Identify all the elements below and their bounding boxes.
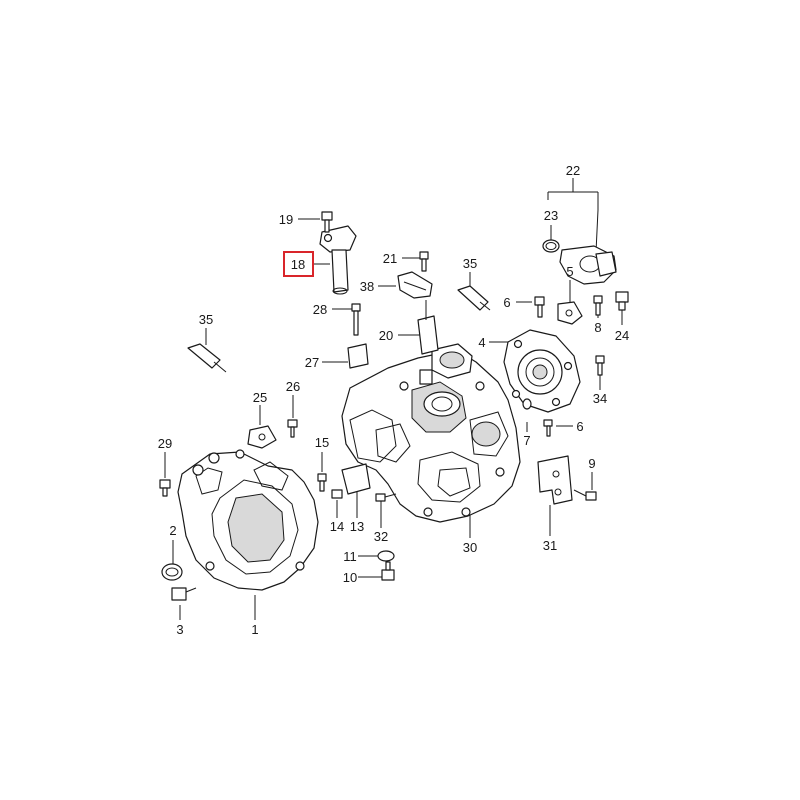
speedometer-sensor-part [319, 225, 357, 295]
bracket-38-part [397, 271, 433, 299]
plate-27-part [347, 343, 369, 369]
callout-35-top: 35 [463, 256, 477, 271]
callout-24: 24 [615, 328, 629, 343]
callout-3: 3 [176, 622, 183, 637]
transmission-case-part [341, 343, 521, 523]
callout-32: 32 [374, 529, 388, 544]
callout-14: 14 [330, 519, 344, 534]
bolt-34-part [595, 355, 605, 376]
bolt-26-part [287, 419, 298, 438]
callout-26: 26 [286, 379, 300, 394]
sensor-housing-part [542, 239, 617, 285]
callout-13: 13 [350, 519, 364, 534]
leader-lines [164, 178, 623, 620]
bolt-6-top-part [534, 296, 545, 318]
callout-30: 30 [463, 540, 477, 555]
bolt-14-part [331, 489, 343, 499]
dowel-pin-top-part [457, 285, 491, 311]
plug-24-part [615, 291, 629, 311]
callout-2: 2 [169, 523, 176, 538]
callout-8: 8 [594, 320, 601, 335]
callout-34: 34 [593, 391, 607, 406]
callout-38: 38 [360, 279, 374, 294]
bolt-29-part [159, 479, 171, 497]
bracket-20-part [417, 300, 439, 355]
bell-housing-part [177, 449, 319, 591]
end-cover-part [503, 329, 581, 413]
callout-31: 31 [543, 538, 557, 553]
callout-35-left: 35 [199, 312, 213, 327]
callout-11: 11 [343, 549, 357, 564]
callout-22: 22 [566, 163, 580, 178]
callout-29: 29 [158, 436, 172, 451]
washer-11-part [377, 550, 395, 562]
callout-1: 1 [251, 622, 258, 637]
callout-5: 5 [566, 264, 573, 279]
callout-6-top: 6 [503, 295, 510, 310]
oil-seal-2-part [161, 563, 183, 581]
callout-6-right: 6 [576, 419, 583, 434]
gasket-part [557, 301, 583, 325]
bolt-8-part [593, 295, 603, 316]
part-drawings [159, 211, 629, 601]
callout-18-highlight-box [283, 251, 314, 277]
callout-27: 27 [305, 355, 319, 370]
bolt-6-right-part [543, 419, 553, 437]
callout-labels: 1 2 3 4 5 6 6 7 8 9 10 11 13 14 15 18 19… [158, 163, 629, 637]
callout-19: 19 [279, 212, 293, 227]
callout-15: 15 [315, 435, 329, 450]
callout-9: 9 [588, 456, 595, 471]
callout-28: 28 [313, 302, 327, 317]
callout-7: 7 [523, 433, 530, 448]
callout-18: 18 [291, 257, 305, 272]
dowel-pin-left-part [187, 343, 227, 373]
drain-plug-10-part [381, 561, 395, 581]
bolt-15-part [317, 473, 327, 492]
bracket-25-part [247, 425, 277, 449]
bolt-3-part [171, 587, 197, 601]
bracket-13-part [341, 463, 371, 495]
callout-20: 20 [379, 328, 393, 343]
mount-bracket-31-part [537, 455, 573, 505]
callout-21: 21 [383, 251, 397, 266]
bolt-28-part [351, 303, 361, 336]
callout-23: 23 [544, 208, 558, 223]
washer-7-part [522, 398, 532, 410]
callout-25: 25 [253, 390, 267, 405]
bolt-32-part [375, 493, 397, 502]
bolt-19-part [321, 211, 333, 233]
bolt-9-part [573, 489, 597, 501]
bolt-21-part [419, 251, 429, 272]
callout-10: 10 [343, 570, 357, 585]
callout-4: 4 [478, 335, 485, 350]
